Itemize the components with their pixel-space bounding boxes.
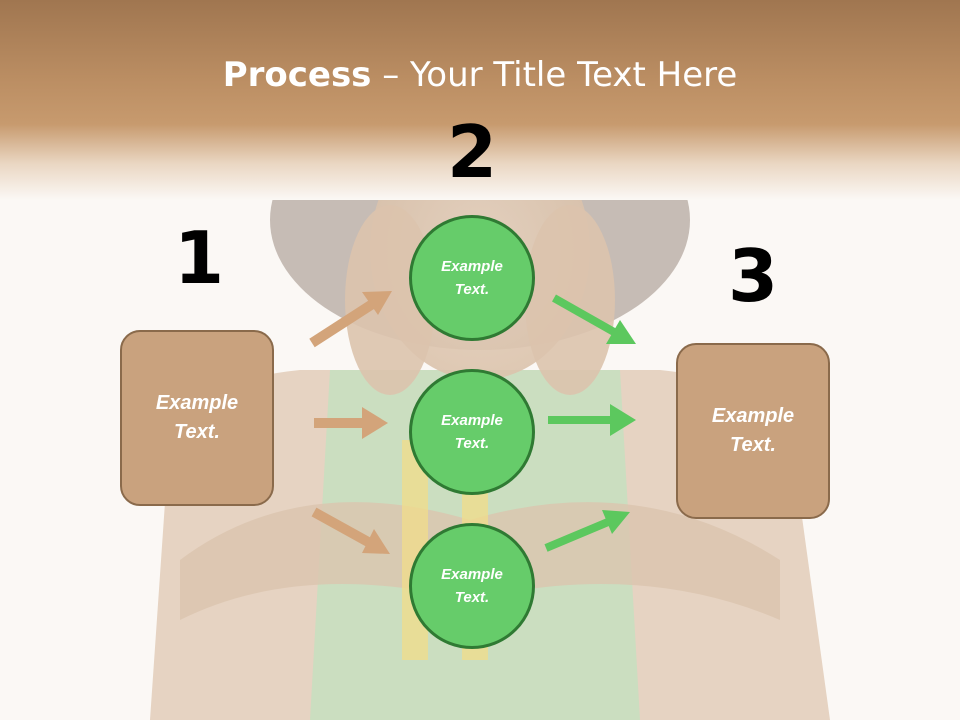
title-strong: Process — [222, 55, 372, 95]
right-box-text: Example Text. — [711, 405, 795, 456]
step-number-2: 2 — [446, 110, 498, 194]
arrow-from-circle-1 — [552, 294, 636, 344]
slide-title: Process – Your Title Text Here — [0, 52, 960, 98]
arrow-from-circle-3 — [544, 510, 630, 552]
arrow-to-circle-2 — [314, 407, 388, 439]
arrow-from-circle-2 — [548, 404, 636, 436]
step-number-1: 1 — [173, 216, 225, 300]
title-rest: – Your Title Text Here — [371, 55, 738, 95]
header-band — [0, 0, 960, 200]
circle-3: Example Text. — [409, 523, 535, 649]
step-number-3: 3 — [727, 234, 779, 318]
circle-1: Example Text. — [409, 215, 535, 341]
circle-2: Example Text. — [409, 369, 535, 495]
arrow-to-circle-3 — [311, 507, 390, 554]
circle-2-text: Example Text. — [441, 412, 503, 452]
arrow-to-circle-1 — [309, 291, 392, 348]
right-box: Example Text. — [676, 343, 830, 519]
left-box: Example Text. — [120, 330, 274, 506]
left-box-text: Example Text. — [155, 392, 239, 443]
circle-1-text: Example Text. — [441, 258, 503, 298]
circle-3-text: Example Text. — [441, 566, 503, 606]
